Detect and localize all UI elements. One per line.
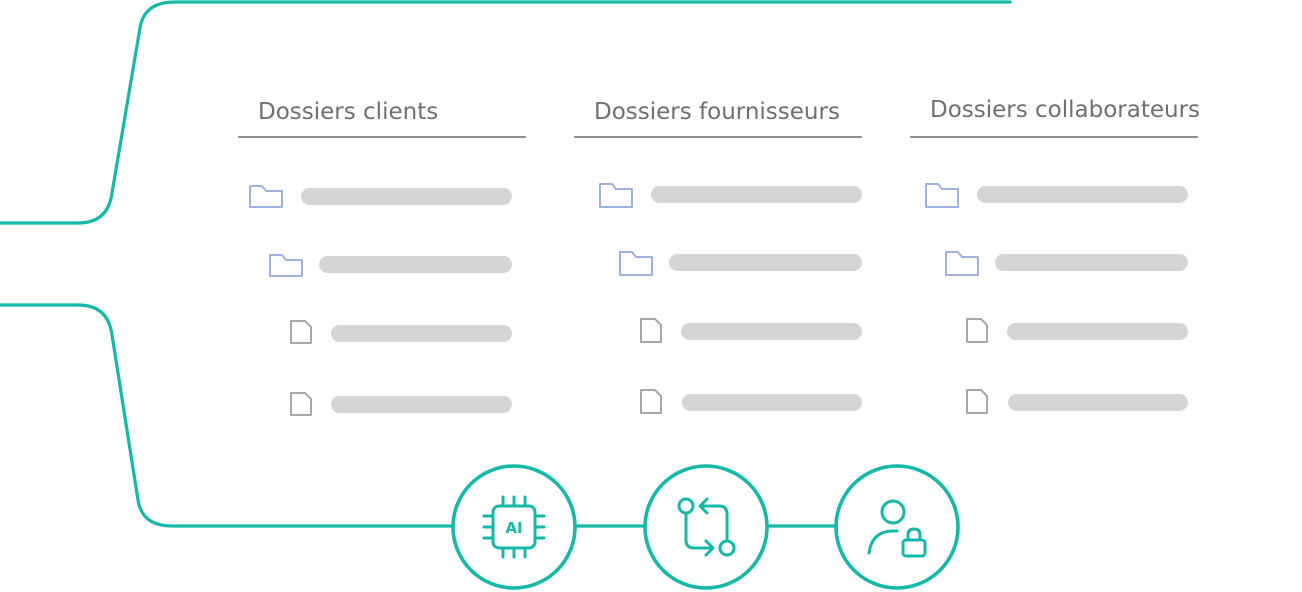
list-item <box>925 183 1188 208</box>
placeholder-bar <box>681 323 862 340</box>
folder-icon <box>925 183 959 208</box>
list-item <box>966 318 1188 343</box>
file-icon <box>290 392 312 416</box>
placeholder-bar <box>669 254 862 271</box>
list-item <box>269 254 512 277</box>
file-icon <box>640 318 662 343</box>
placeholder-bar <box>651 186 862 203</box>
folder-icon <box>599 183 633 208</box>
list-item <box>619 251 862 276</box>
badge-circle <box>834 464 960 590</box>
column-clients: Dossiers clients <box>238 99 526 416</box>
list-item <box>599 183 862 208</box>
column-title: Dossiers fournisseurs <box>594 99 840 125</box>
feature-badges: AI <box>451 464 960 590</box>
placeholder-bar <box>1007 323 1188 340</box>
list-item <box>640 318 862 343</box>
list-item <box>290 320 512 344</box>
file-icon <box>640 389 662 414</box>
file-icon <box>966 318 988 343</box>
placeholder-bar <box>995 254 1188 271</box>
folder-icon <box>619 251 653 276</box>
placeholder-bar <box>319 256 512 273</box>
placeholder-bar <box>301 188 512 205</box>
placeholder-bar <box>977 186 1188 203</box>
column-fournisseurs: Dossiers fournisseurs <box>574 99 862 414</box>
column-collaborateurs: Dossiers collaborateurs <box>910 97 1200 414</box>
column-title: Dossiers clients <box>258 99 438 125</box>
folder-icon <box>269 254 303 277</box>
list-item <box>945 251 1188 276</box>
user-lock-icon <box>867 499 927 558</box>
folder-icon <box>945 251 979 276</box>
ai-chip-icon: AI <box>482 495 546 559</box>
column-title: Dossiers collaborateurs <box>930 97 1200 123</box>
placeholder-bar <box>331 325 512 342</box>
bottom-connector-line <box>0 303 457 528</box>
placeholder-bar <box>1008 394 1188 411</box>
list-item <box>290 392 512 416</box>
ai-chip-label: AI <box>505 519 522 537</box>
placeholder-bar <box>331 396 512 413</box>
list-item <box>249 185 512 208</box>
list-item <box>966 389 1188 414</box>
connector-lines <box>0 0 1200 528</box>
input-stripes <box>0 234 88 296</box>
columns: Dossiers clients Dossiers fournisseurs <box>238 97 1200 416</box>
ai-badge: AI <box>451 464 577 590</box>
top-connector-line <box>0 0 1012 225</box>
workflow-badge <box>643 464 769 590</box>
badge-circle <box>643 464 769 590</box>
user-lock-badge <box>834 464 960 590</box>
placeholder-bar <box>682 394 862 411</box>
folder-icon <box>249 185 283 208</box>
list-item <box>640 389 862 414</box>
workflow-icon <box>677 497 736 557</box>
file-icon <box>290 320 312 344</box>
file-icon <box>966 389 988 414</box>
badge-circle <box>451 464 577 590</box>
